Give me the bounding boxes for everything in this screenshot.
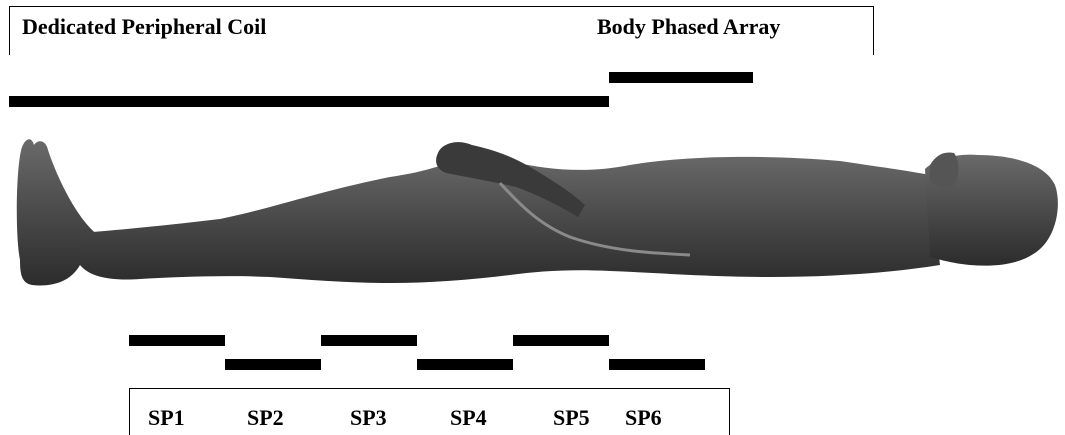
station-bar-sp6 bbox=[609, 359, 705, 370]
station-bar-sp3 bbox=[321, 335, 417, 346]
peripheral-coil-label: Dedicated Peripheral Coil bbox=[22, 14, 266, 40]
station-label-sp1: SP1 bbox=[148, 405, 185, 431]
peripheral-coil-coverage-bar bbox=[9, 96, 609, 107]
body-array-label: Body Phased Array bbox=[597, 14, 780, 40]
body-array-coverage-bar bbox=[609, 72, 753, 83]
supine-body-figure bbox=[10, 125, 1060, 310]
station-label-sp5: SP5 bbox=[553, 405, 590, 431]
station-label-sp3: SP3 bbox=[350, 405, 387, 431]
station-label-sp4: SP4 bbox=[450, 405, 487, 431]
face-shape bbox=[930, 153, 959, 188]
station-label-sp6: SP6 bbox=[625, 405, 662, 431]
station-bar-sp4 bbox=[417, 359, 513, 370]
station-bar-sp1 bbox=[129, 335, 225, 346]
station-label-sp2: SP2 bbox=[247, 405, 284, 431]
station-bar-sp5 bbox=[513, 335, 609, 346]
station-bar-sp2 bbox=[225, 359, 321, 370]
